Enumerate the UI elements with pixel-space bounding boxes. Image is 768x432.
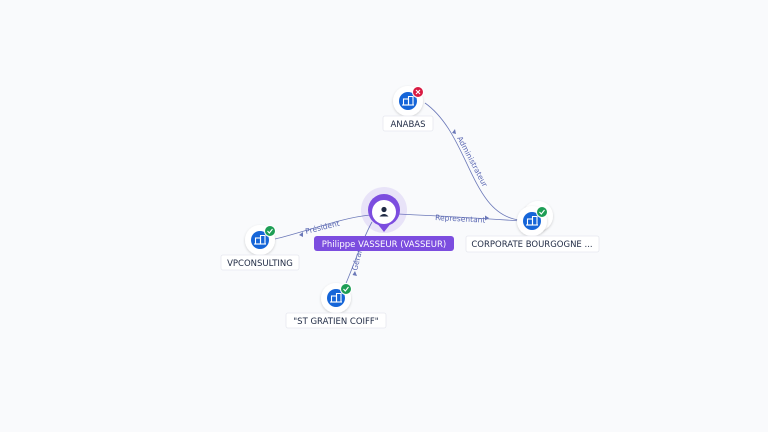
building-icon — [402, 95, 414, 106]
building-icon — [526, 215, 538, 226]
person-icon — [379, 206, 389, 217]
company-label-st-gratien-coiff: "ST GRATIEN COIFF" — [293, 317, 379, 327]
building-icon — [330, 292, 342, 303]
company-node-anabas[interactable]: ANABAS — [382, 86, 434, 132]
person-node-philippe-vasseur[interactable]: Philippe VASSEUR (VASSEUR) — [314, 187, 454, 251]
edge-label-president: Président — [304, 219, 340, 236]
company-label-anabas: ANABAS — [390, 120, 425, 130]
person-label: Philippe VASSEUR (VASSEUR) — [322, 240, 446, 250]
edge-person-corporate[interactable]: Representant — [397, 213, 521, 225]
company-node-corporate-bourgogne[interactable]: CORPORATE BOURGOGNE ... — [465, 201, 600, 253]
company-node-vpconsulting[interactable]: VPCONSULTING — [220, 225, 300, 271]
edge-anabas-corporate[interactable]: Administrateur — [424, 102, 521, 221]
edge-label-representant: Representant — [435, 213, 486, 225]
company-label-vpconsulting: VPCONSULTING — [227, 259, 293, 269]
status-active-icon — [264, 225, 276, 237]
company-label-corporate-bourgogne: CORPORATE BOURGOGNE ... — [471, 240, 592, 250]
edge-person-stgratien[interactable]: Gérant — [343, 221, 373, 289]
company-node-st-gratien-coiff[interactable]: "ST GRATIEN COIFF" — [285, 283, 387, 329]
status-closed-icon — [412, 86, 424, 98]
edge-person-vpconsulting[interactable]: Président — [274, 214, 371, 240]
status-active-icon — [340, 283, 352, 295]
status-active-icon — [536, 206, 548, 218]
edge-label-administrateur: Administrateur — [455, 135, 490, 189]
building-icon — [254, 234, 266, 245]
